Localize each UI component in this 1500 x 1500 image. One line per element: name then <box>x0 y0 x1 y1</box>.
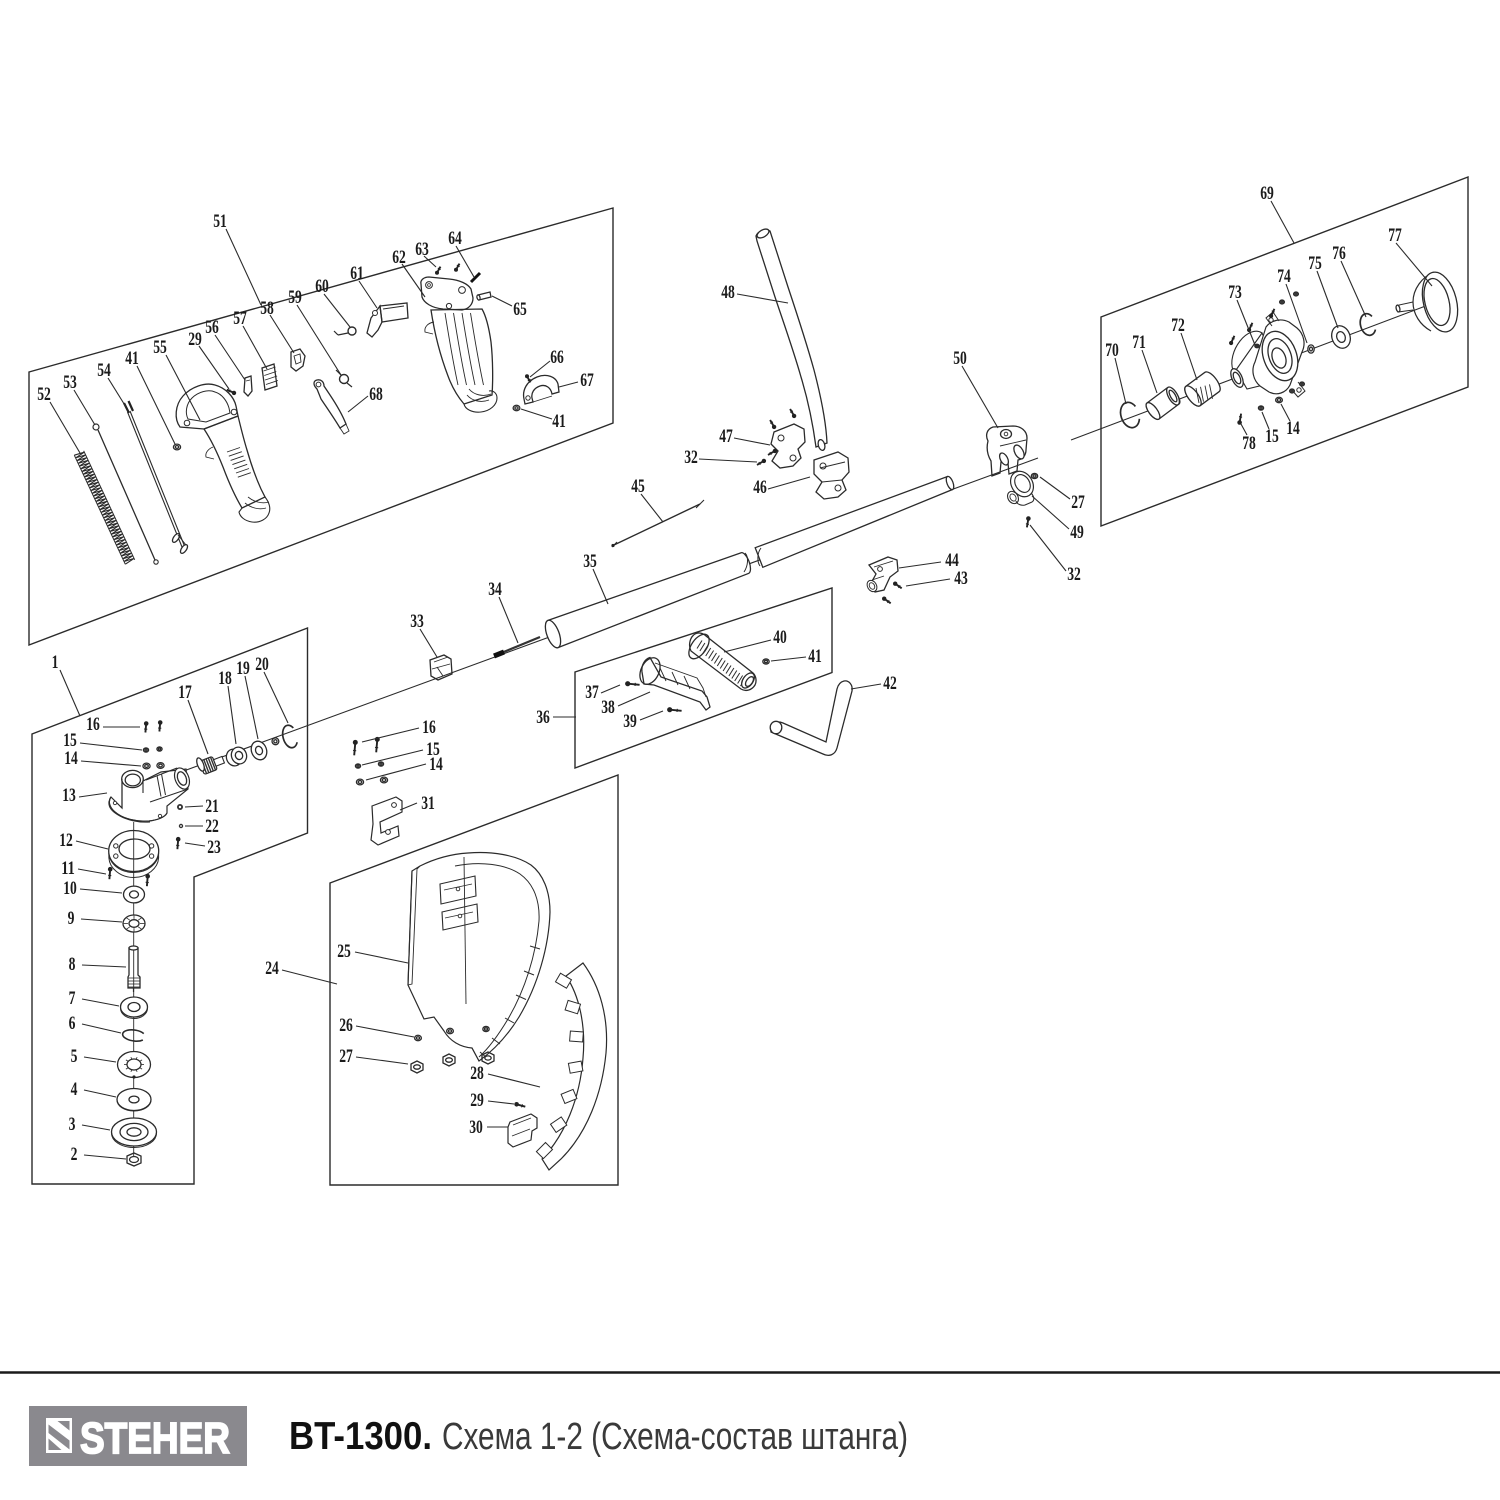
svg-text:51: 51 <box>213 211 227 232</box>
svg-text:71: 71 <box>1132 332 1146 353</box>
svg-text:STEHER: STEHER <box>80 1414 230 1463</box>
svg-text:73: 73 <box>1228 282 1242 303</box>
svg-text:15: 15 <box>1265 426 1279 447</box>
svg-text:4: 4 <box>71 1079 78 1100</box>
svg-text:15: 15 <box>63 730 77 751</box>
svg-text:13: 13 <box>62 785 76 806</box>
svg-text:41: 41 <box>552 411 566 432</box>
svg-text:14: 14 <box>64 748 78 769</box>
svg-text:57: 57 <box>233 308 247 329</box>
svg-text:9: 9 <box>68 908 75 929</box>
svg-text:43: 43 <box>954 568 968 589</box>
svg-text:17: 17 <box>178 682 192 703</box>
svg-text:47: 47 <box>719 426 733 447</box>
svg-text:52: 52 <box>37 384 51 405</box>
svg-text:70: 70 <box>1105 340 1119 361</box>
svg-text:1: 1 <box>52 652 59 673</box>
svg-text:7: 7 <box>69 988 76 1009</box>
svg-text:63: 63 <box>415 239 429 260</box>
svg-text:18: 18 <box>218 668 232 689</box>
svg-text:65: 65 <box>513 299 527 320</box>
svg-text:41: 41 <box>125 348 139 369</box>
svg-text:20: 20 <box>255 654 269 675</box>
svg-text:72: 72 <box>1171 315 1185 336</box>
svg-text:60: 60 <box>315 276 329 297</box>
svg-text:76: 76 <box>1332 243 1346 264</box>
svg-text:29: 29 <box>188 329 202 350</box>
svg-text:11: 11 <box>61 858 75 879</box>
svg-text:42: 42 <box>883 673 897 694</box>
svg-text:74: 74 <box>1277 266 1291 287</box>
svg-text:32: 32 <box>684 447 698 468</box>
svg-text:37: 37 <box>585 682 599 703</box>
svg-text:33: 33 <box>410 611 424 632</box>
svg-text:69: 69 <box>1260 183 1274 204</box>
svg-text:28: 28 <box>470 1063 484 1084</box>
svg-text:50: 50 <box>953 348 967 369</box>
svg-text:14: 14 <box>1286 418 1300 439</box>
svg-text:6: 6 <box>69 1013 76 1034</box>
svg-text:24: 24 <box>265 958 279 979</box>
svg-text:Схема 1-2 (Схема-состав штанга: Схема 1-2 (Схема-состав штанга) <box>442 1416 908 1458</box>
svg-text:78: 78 <box>1242 433 1256 454</box>
svg-text:41: 41 <box>808 646 822 667</box>
svg-text:39: 39 <box>623 711 637 732</box>
svg-text:29: 29 <box>470 1090 484 1111</box>
svg-text:67: 67 <box>580 370 594 391</box>
svg-text:25: 25 <box>337 941 351 962</box>
svg-text:62: 62 <box>392 247 406 268</box>
svg-text:46: 46 <box>753 477 767 498</box>
svg-text:66: 66 <box>550 347 564 368</box>
svg-text:16: 16 <box>86 714 100 735</box>
svg-text:27: 27 <box>1071 492 1085 513</box>
svg-text:45: 45 <box>631 476 645 497</box>
svg-text:30: 30 <box>469 1117 483 1138</box>
svg-text:35: 35 <box>583 551 597 572</box>
svg-text:15: 15 <box>426 739 440 760</box>
svg-text:32: 32 <box>1067 564 1081 585</box>
svg-text:19: 19 <box>236 658 250 679</box>
svg-text:BT-1300.: BT-1300. <box>289 1415 432 1458</box>
svg-text:48: 48 <box>721 282 735 303</box>
svg-text:3: 3 <box>69 1114 76 1135</box>
svg-text:23: 23 <box>207 837 221 858</box>
svg-text:14: 14 <box>429 754 443 775</box>
svg-text:56: 56 <box>205 317 219 338</box>
svg-text:22: 22 <box>205 816 219 837</box>
svg-text:8: 8 <box>69 954 76 975</box>
svg-text:61: 61 <box>350 263 364 284</box>
svg-text:75: 75 <box>1308 253 1322 274</box>
svg-text:12: 12 <box>59 830 73 851</box>
svg-text:54: 54 <box>97 360 111 381</box>
svg-text:31: 31 <box>421 793 435 814</box>
svg-text:53: 53 <box>63 372 77 393</box>
svg-text:68: 68 <box>369 384 383 405</box>
svg-text:44: 44 <box>945 550 959 571</box>
svg-text:77: 77 <box>1388 225 1402 246</box>
svg-text:10: 10 <box>63 878 77 899</box>
svg-text:64: 64 <box>448 228 462 249</box>
svg-text:27: 27 <box>339 1046 353 1067</box>
svg-text:34: 34 <box>488 579 502 600</box>
svg-text:38: 38 <box>601 697 615 718</box>
svg-text:2: 2 <box>71 1144 78 1165</box>
svg-text:36: 36 <box>536 707 550 728</box>
svg-text:26: 26 <box>339 1015 353 1036</box>
svg-text:58: 58 <box>260 298 274 319</box>
svg-text:59: 59 <box>288 287 302 308</box>
svg-text:16: 16 <box>422 717 436 738</box>
svg-text:21: 21 <box>205 796 219 817</box>
svg-text:40: 40 <box>773 627 787 648</box>
svg-text:49: 49 <box>1070 522 1084 543</box>
svg-text:5: 5 <box>71 1046 78 1067</box>
svg-text:55: 55 <box>153 337 167 358</box>
